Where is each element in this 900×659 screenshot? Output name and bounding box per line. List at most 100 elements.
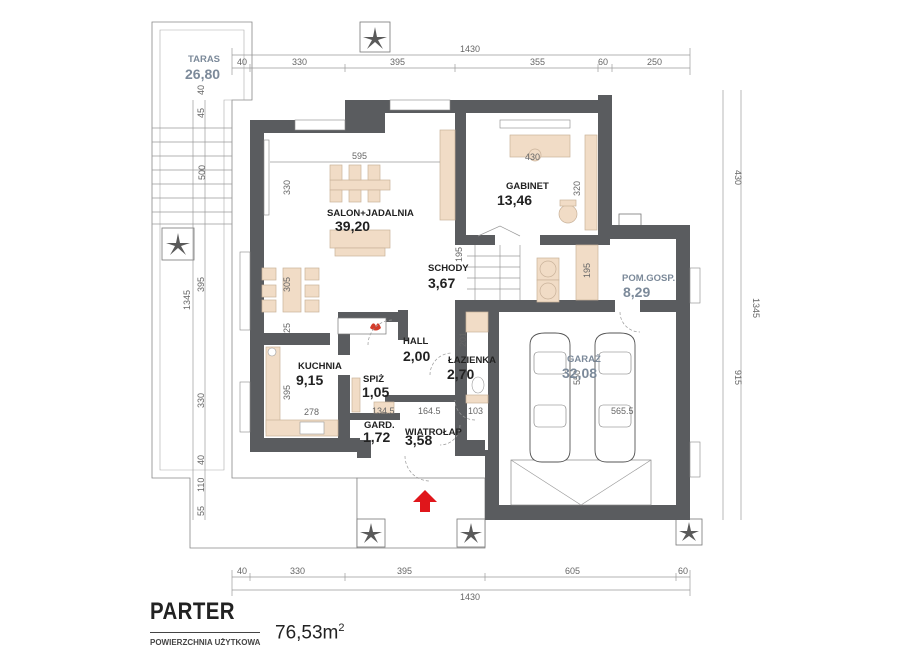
total-area-value: 76,53m bbox=[275, 622, 339, 644]
dim-salon-b: 305 bbox=[282, 277, 292, 292]
table bbox=[261, 267, 320, 313]
dim-salon-c: 25 bbox=[282, 323, 292, 333]
dim-spiz-width: 134.5 bbox=[372, 406, 395, 416]
dim-bottom-4: 605 bbox=[565, 566, 580, 576]
dimension-left: 1345 40 45 395 330 40 110 55 bbox=[182, 85, 206, 520]
dim-left-7: 55 bbox=[196, 506, 206, 516]
room-hall-name: HALL bbox=[403, 336, 429, 347]
fireplace-icon bbox=[337, 317, 387, 335]
room-garaz-name: GARAŻ bbox=[567, 354, 601, 365]
room-spiz-area: 1,05 bbox=[362, 384, 389, 400]
dim-bottom-2: 330 bbox=[290, 566, 305, 576]
dim-lazienka-width: 201 bbox=[458, 332, 468, 347]
stairs bbox=[467, 225, 521, 300]
room-gabinet-area: 13,46 bbox=[497, 192, 532, 208]
plan-subtitle: POWIERZCHNIA UŻYTKOWA bbox=[150, 638, 261, 647]
plan-title: PARTER bbox=[150, 598, 235, 625]
plant-icon bbox=[456, 518, 486, 548]
dim-gabinet-width: 430 bbox=[525, 152, 540, 162]
room-wiatrolap-name: WIATROŁAP bbox=[405, 427, 462, 438]
car-icon bbox=[594, 332, 636, 463]
dim-right-2: 915 bbox=[733, 370, 743, 385]
dim-top-4: 355 bbox=[530, 57, 545, 67]
room-salon-area: 39,20 bbox=[335, 218, 370, 234]
total-area-unit: 2 bbox=[338, 622, 345, 634]
dim-pom-width: 195 bbox=[582, 263, 592, 278]
dim-left-3: 395 bbox=[196, 277, 206, 292]
room-labels: TARAS 26,80 SALON+JADALNIA 39,20 GABINET… bbox=[185, 54, 675, 448]
title-underline bbox=[150, 632, 260, 633]
dim-top-total: 1430 bbox=[460, 44, 480, 54]
dim-salon-width: 595 bbox=[352, 151, 367, 161]
bathroom-fixtures bbox=[465, 311, 489, 404]
dim-garaz-height: 550 bbox=[572, 370, 582, 385]
dim-kitchen-width: 278 bbox=[304, 407, 319, 417]
dim-lazienka-height: 103 bbox=[468, 406, 483, 416]
dim-bottom-1: 40 bbox=[237, 566, 247, 576]
room-garaz-area: 32,08 bbox=[562, 365, 597, 381]
interior-dimensions: 595 330 430 320 500 195 195 305 25 395 2… bbox=[197, 151, 634, 417]
shelf bbox=[439, 129, 456, 221]
dim-wiatrolap-width: 164.5 bbox=[418, 406, 441, 416]
dim-right-1: 430 bbox=[733, 170, 743, 185]
sofa bbox=[329, 229, 391, 257]
kitchen-counter bbox=[265, 346, 339, 437]
room-pom-gosp-area: 8,29 bbox=[623, 284, 650, 300]
dim-garaz-width: 565.5 bbox=[611, 406, 634, 416]
dim-top-3: 395 bbox=[390, 57, 405, 67]
plant-icon bbox=[161, 227, 195, 261]
dim-left-5: 40 bbox=[196, 455, 206, 465]
room-pom-gosp-name: POM.GOSP. bbox=[622, 273, 675, 284]
garage-door bbox=[510, 459, 652, 506]
plant-icon bbox=[356, 518, 386, 548]
dimension-top: 1430 40 330 395 355 60 250 bbox=[231, 44, 691, 75]
car-icon bbox=[529, 332, 571, 463]
room-kuchnia-name: KUCHNIA bbox=[298, 361, 342, 372]
room-salon-name: SALON+JADALNIA bbox=[327, 208, 414, 219]
terrace-steps bbox=[152, 127, 232, 225]
dim-kitchen-height: 395 bbox=[282, 385, 292, 400]
dim-salon-height: 330 bbox=[282, 180, 292, 195]
dim-top-2: 330 bbox=[292, 57, 307, 67]
pantry-shelves bbox=[351, 377, 395, 414]
room-lazienka-name: ŁAZIENKA bbox=[448, 355, 496, 366]
dimension-right: 430 915 1345 bbox=[722, 90, 761, 520]
room-gabinet-name: GABINET bbox=[506, 181, 549, 192]
plant-icon bbox=[359, 21, 391, 53]
room-spiz-name: SPIŻ bbox=[363, 374, 384, 385]
room-taras-name: TARAS bbox=[188, 54, 220, 65]
dim-top-6: 250 bbox=[647, 57, 662, 67]
room-lazienka-area: 2,70 bbox=[447, 366, 474, 382]
room-schody-area: 3,67 bbox=[428, 275, 455, 291]
room-hall-area: 2,00 bbox=[403, 348, 430, 364]
entrance-arrow-icon bbox=[413, 490, 437, 512]
room-taras-area: 26,80 bbox=[185, 66, 220, 82]
dimension-bottom: 40 330 395 605 60 1430 bbox=[231, 566, 691, 602]
room-gard-name: GARD. bbox=[364, 420, 395, 431]
dim-bottom-5: 60 bbox=[678, 566, 688, 576]
dim-right-outer: 1345 bbox=[751, 298, 761, 318]
door-swings bbox=[367, 311, 641, 482]
dim-bottom-3: 395 bbox=[397, 566, 412, 576]
dim-gabinet-height: 320 bbox=[572, 181, 582, 196]
walls bbox=[250, 95, 690, 520]
dim-left-6: 110 bbox=[196, 478, 206, 492]
room-kuchnia-area: 9,15 bbox=[296, 372, 323, 388]
room-wiatrolap-area: 3,58 bbox=[405, 432, 432, 448]
windows bbox=[239, 99, 701, 478]
plant-icon bbox=[675, 518, 703, 546]
dim-top-5: 60 bbox=[598, 57, 608, 67]
dim-taras-depth: 500 bbox=[197, 165, 207, 180]
dining-table bbox=[329, 164, 391, 203]
dim-left-2: 45 bbox=[196, 108, 206, 118]
room-schody-name: SCHODY bbox=[428, 263, 469, 274]
dim-bottom-total: 1430 bbox=[460, 592, 480, 602]
dim-left-outer: 1345 bbox=[182, 290, 192, 310]
total-area: 76,53m2 bbox=[275, 622, 345, 644]
room-gard-area: 1,72 bbox=[363, 429, 390, 445]
dim-left-4: 330 bbox=[196, 393, 206, 408]
desk bbox=[509, 134, 598, 231]
title-block: PARTER POWIERZCHNIA UŻYTKOWA bbox=[150, 598, 260, 647]
dim-top-1: 40 bbox=[237, 57, 247, 67]
